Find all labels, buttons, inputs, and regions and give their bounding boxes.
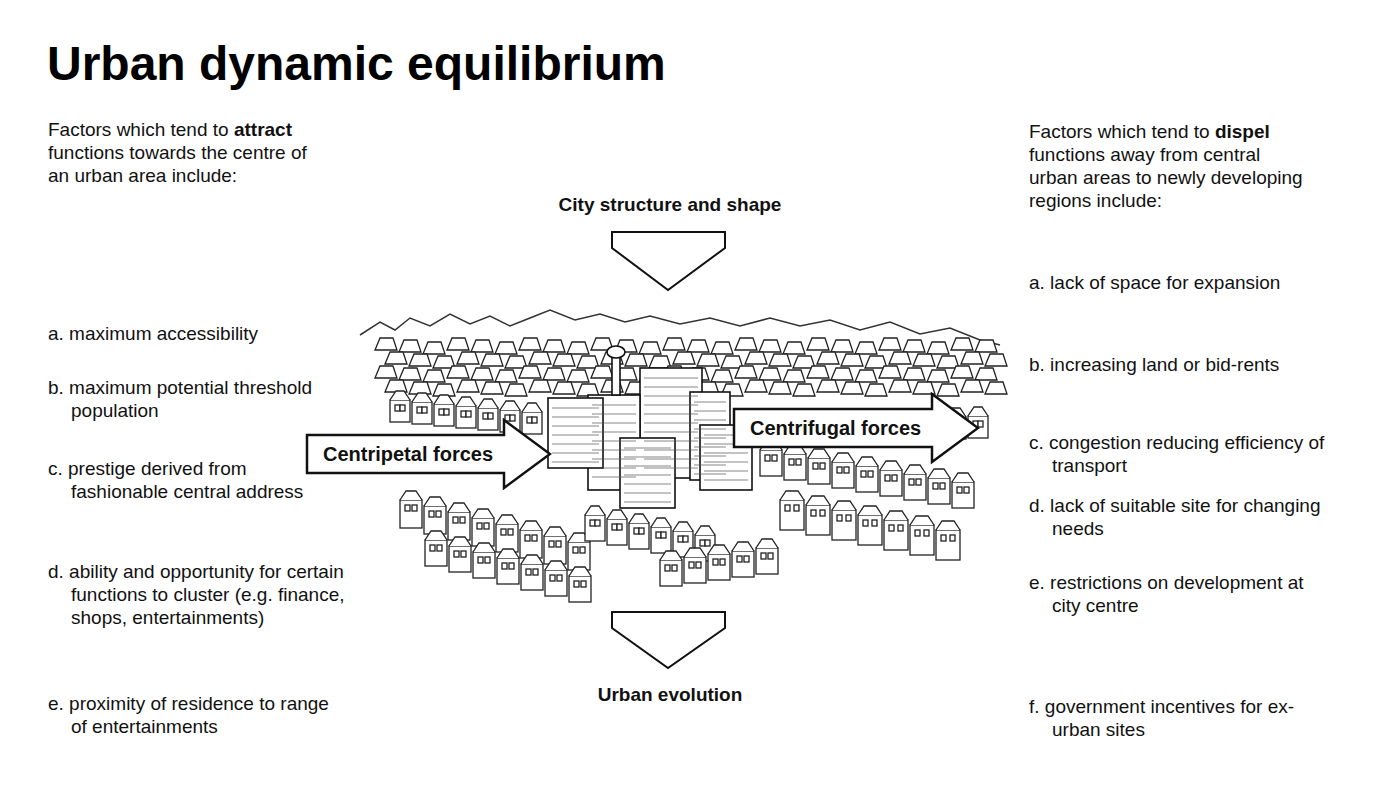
force-arrow: Centripetal forces <box>305 418 552 490</box>
diagram-title: Urban dynamic equilibrium <box>47 36 666 92</box>
force-arrow: Centrifugal forces <box>732 392 980 464</box>
factor-item: a. maximum accessibility <box>48 322 346 345</box>
factor-item: e. restrictions on development at city c… <box>1029 571 1332 617</box>
down-arrow <box>612 612 725 668</box>
factor-item: c. prestige derived from fashionable cen… <box>48 457 346 503</box>
factor-item: a. lack of space for expansion <box>1029 271 1332 294</box>
down-arrow <box>612 232 725 290</box>
factor-item: c. congestion reducing efficiency of tra… <box>1029 431 1332 477</box>
factor-item: b. maximum potential threshold populatio… <box>48 376 346 422</box>
force-label: Centripetal forces <box>323 442 493 466</box>
factor-item: e. proximity of residence to range of en… <box>48 692 346 738</box>
flow-label: City structure and shape <box>510 193 830 216</box>
force-label: Centrifugal forces <box>750 416 921 440</box>
factor-item: d. ability and opportunity for certain f… <box>48 560 346 629</box>
factor-item: f. government incentives for ex-urban si… <box>1029 695 1332 741</box>
column-heading: Factors which tend to attract functions … <box>48 118 323 187</box>
factor-item: b. increasing land or bid-rents <box>1029 353 1332 376</box>
flow-label: Urban evolution <box>510 683 830 706</box>
column-heading: Factors which tend to dispel functions a… <box>1029 120 1309 212</box>
factor-item: d. lack of suitable site for changing ne… <box>1029 494 1332 540</box>
